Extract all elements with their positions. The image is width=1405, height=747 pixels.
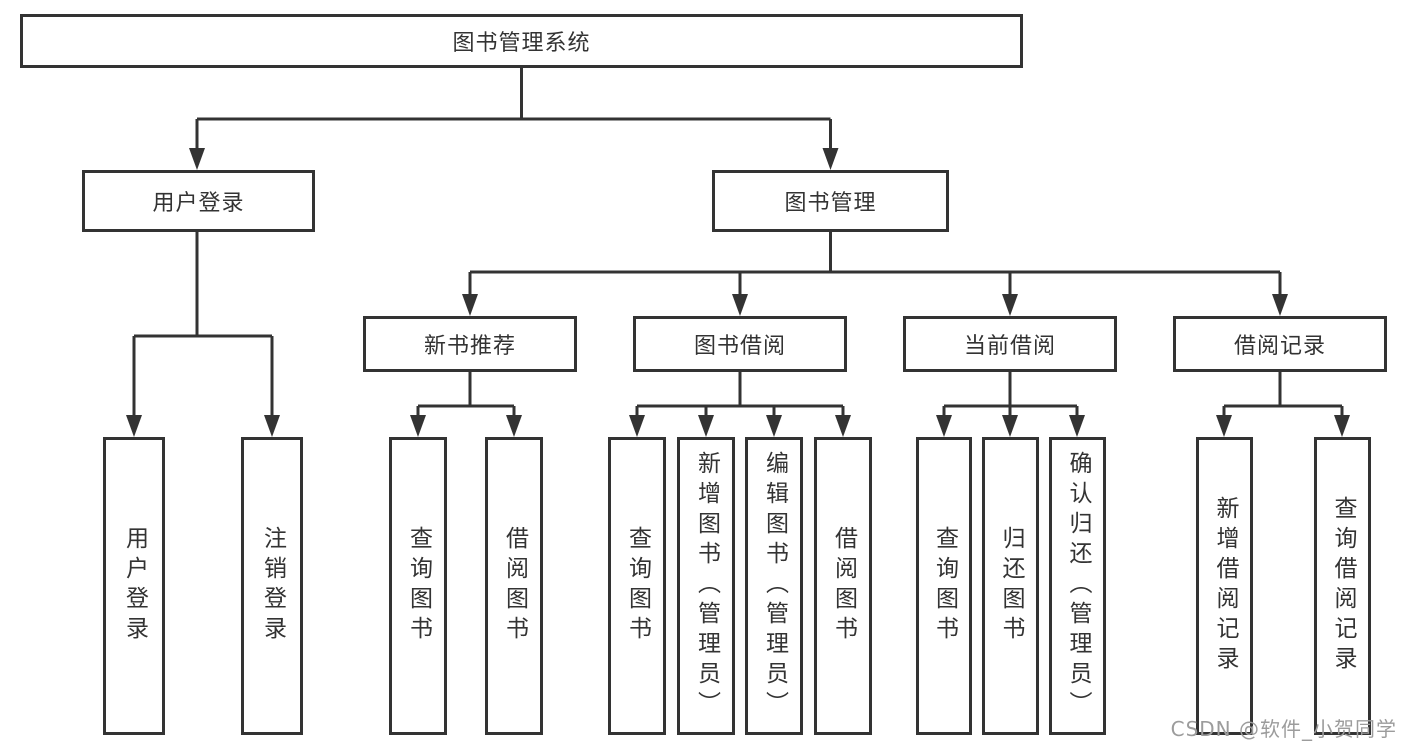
leaf-query-books-1: 查询图书 — [389, 437, 447, 735]
node-current-borrowing: 当前借阅 — [903, 316, 1117, 372]
connector-borrow-records-children — [1216, 372, 1350, 437]
leaf-query-borrow-record: 查询借阅记录 — [1314, 437, 1371, 735]
node-book-management: 图书管理 — [712, 170, 949, 232]
node-user-login: 用户登录 — [82, 170, 315, 232]
leaf-borrow-books-2: 借阅图书 — [814, 437, 872, 735]
node-book-borrowing: 图书借阅 — [633, 316, 847, 372]
leaf-borrow-books-1: 借阅图书 — [485, 437, 543, 735]
leaf-query-books-2: 查询图书 — [608, 437, 666, 735]
connector-user-login-children — [126, 232, 280, 437]
node-borrow-records: 借阅记录 — [1173, 316, 1387, 372]
leaf-add-borrow-record: 新增借阅记录 — [1196, 437, 1253, 735]
leaf-logout: 注销登录 — [241, 437, 303, 735]
connector-root-to-level2 — [189, 68, 839, 170]
leaf-return-books: 归还图书 — [982, 437, 1039, 735]
node-new-book-recommend: 新书推荐 — [363, 316, 577, 372]
node-root: 图书管理系统 — [20, 14, 1023, 68]
connector-current-borrowing-children — [936, 372, 1085, 437]
leaf-query-books-3: 查询图书 — [916, 437, 972, 735]
watermark: CSDN @软件_小贺同学 — [1170, 717, 1397, 741]
connector-book-management-children — [462, 232, 1288, 316]
leaf-edit-books-admin: 编辑图书（管理员） — [745, 437, 803, 735]
connector-new-book-recommend-children — [410, 372, 522, 437]
connector-book-borrowing-children — [629, 372, 851, 437]
leaf-add-books-admin: 新增图书（管理员） — [677, 437, 735, 735]
leaf-confirm-return-admin: 确认归还（管理员） — [1049, 437, 1106, 735]
leaf-user-login: 用户登录 — [103, 437, 165, 735]
